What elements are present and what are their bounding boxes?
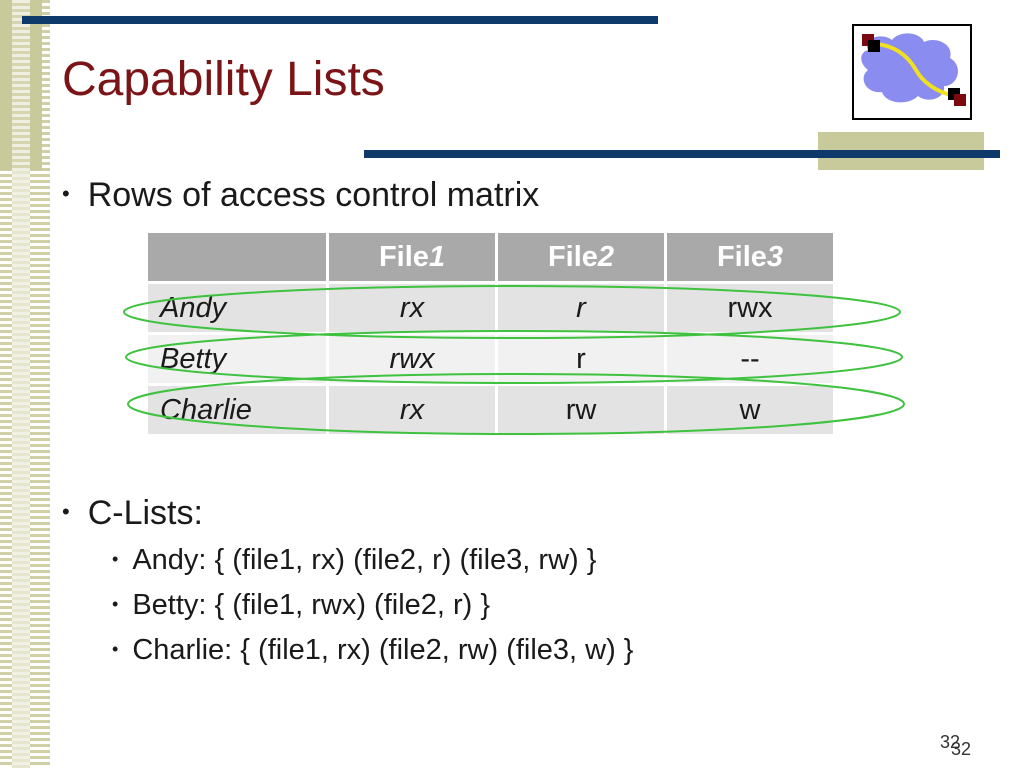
matrix-header-row: File1 File2 File3	[145, 230, 836, 284]
matrix-cell: rx	[326, 281, 498, 335]
matrix-cell: r	[495, 332, 667, 386]
column-header-file3: File3	[664, 230, 836, 284]
column-header-file1: File1	[326, 230, 498, 284]
table-row: Charlie rx rw w	[145, 383, 836, 437]
bullet-dot-icon: •	[112, 639, 119, 659]
row-header-betty: Betty	[145, 332, 329, 386]
row-header-charlie: Charlie	[145, 383, 329, 437]
bullet-dot-icon: •	[112, 594, 119, 614]
page-number: 32	[940, 732, 961, 752]
bullet-dot-icon: •	[112, 549, 119, 569]
matrix-cell: w	[664, 383, 836, 437]
bullet-rows: •Rows of access control matrix	[62, 176, 540, 214]
mid-rule	[364, 150, 1000, 158]
bullet-dot-icon: •	[62, 499, 70, 524]
bullet-dot-icon: •	[62, 181, 70, 206]
column-header-file2: File2	[495, 230, 667, 284]
matrix-cell: r	[495, 281, 667, 335]
matrix-cell: rwx	[326, 332, 498, 386]
row-header-andy: Andy	[145, 281, 329, 335]
matrix-cell: rwx	[664, 281, 836, 335]
page-number-duplicate: 32	[951, 739, 972, 759]
matrix-cell: --	[664, 332, 836, 386]
bullet-clists: •C-Lists:	[62, 494, 203, 532]
slide-title: Capability Lists	[62, 53, 385, 106]
table-row: Betty rwx r --	[145, 332, 836, 386]
top-rule	[22, 16, 658, 24]
sub-bullet-charlie: •Charlie: { (file1, rx) (file2, rw) (fil…	[112, 634, 634, 666]
matrix-corner	[145, 230, 329, 284]
decorative-stripe-inner	[12, 0, 30, 768]
network-logo-icon	[852, 24, 972, 120]
sub-bullet-andy: •Andy: { (file1, rx) (file2, r) (file3, …	[112, 544, 597, 576]
sub-bullet-betty: •Betty: { (file1, rwx) (file2, r) }	[112, 589, 491, 621]
matrix-cell: rx	[326, 383, 498, 437]
matrix-cell: rw	[495, 383, 667, 437]
table-row: Andy rx r rwx	[145, 281, 836, 335]
access-control-matrix: File1 File2 File3 Andy rx r rwx Betty rw…	[145, 230, 836, 437]
